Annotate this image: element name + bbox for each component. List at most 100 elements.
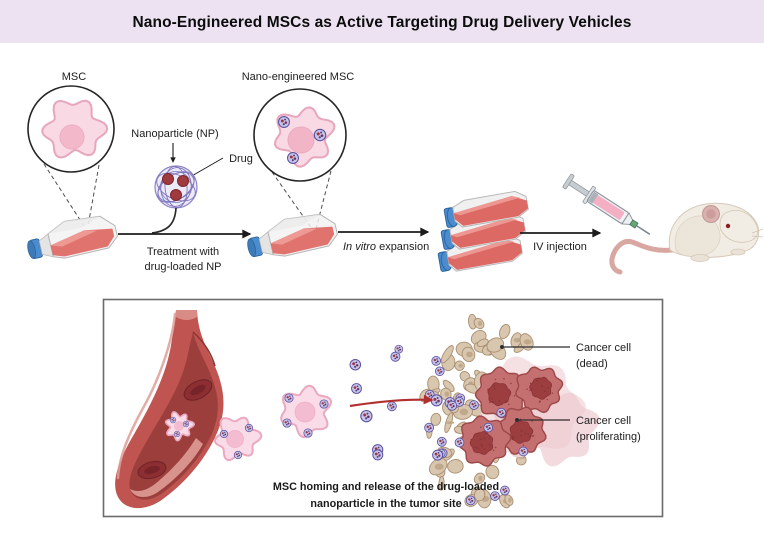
title-banner	[0, 0, 764, 43]
mouse-hind-paw	[690, 254, 710, 262]
dead-cell-blob	[499, 323, 511, 340]
cell-speckle	[546, 398, 548, 401]
cell-speckle	[513, 436, 515, 438]
cell-speckle	[493, 385, 496, 387]
msc-nucleus	[294, 401, 316, 423]
np-dot	[287, 152, 299, 164]
cell-speckle	[538, 377, 540, 379]
np-dot	[303, 428, 313, 438]
dead-cell-core	[434, 463, 444, 470]
msc-extravasating	[164, 411, 196, 442]
dead-cell-blob	[447, 459, 464, 474]
np-dot	[435, 366, 445, 377]
cancer-cell-nucleus	[529, 376, 553, 400]
cancer-proliferating-callout: Cancer cell (proliferating)	[515, 415, 641, 443]
cell-speckle	[536, 379, 538, 382]
mouse-whisker	[751, 235, 764, 238]
proliferating-cancer-cells	[458, 356, 600, 467]
step1-label-line2: drug-loaded NP	[144, 261, 221, 273]
drug-label: Drug	[229, 153, 253, 165]
vessel-opening-rim	[192, 331, 216, 367]
cancer-cell-proliferating	[458, 415, 512, 467]
dead-cell-core	[459, 408, 469, 416]
drug-dot	[170, 189, 182, 201]
mouse-haunch	[674, 215, 721, 257]
cancer-dead-label-line1: Cancer cell	[576, 342, 631, 354]
cell-speckle	[541, 385, 543, 388]
np-dot	[349, 358, 362, 371]
step2-expansion: In vitro expansion	[338, 227, 430, 253]
cancer-cell-proliferating	[474, 366, 529, 419]
cell-speckle	[480, 438, 482, 441]
cell-speckle	[487, 388, 489, 391]
dead-cell-blob	[473, 488, 486, 502]
drug-pointer	[189, 157, 224, 178]
nanoparticle-label: Nanoparticle (NP)	[131, 128, 218, 140]
mouse-front-paw	[730, 248, 746, 256]
cell-speckle	[547, 387, 549, 389]
cell-speckle	[503, 378, 505, 380]
np-dot	[496, 407, 507, 418]
dead-cell-core	[445, 421, 455, 425]
msc-nucleus	[59, 124, 85, 150]
np-dot	[372, 449, 384, 461]
np-dot	[432, 449, 444, 461]
step3-iv-injection: IV injection	[520, 228, 602, 253]
cell-speckle	[494, 446, 497, 449]
cell-speckle	[526, 388, 528, 390]
cancer-cell-nucleus	[469, 430, 494, 455]
cell-speckle	[480, 426, 482, 429]
dead-cell-blob	[486, 337, 505, 353]
np-dot	[319, 399, 329, 409]
np-dot	[518, 446, 529, 457]
cell-speckle	[492, 401, 494, 403]
cell-speckle	[508, 403, 510, 406]
cell-speckle	[480, 443, 483, 446]
vessel-top-fade	[176, 310, 197, 320]
pointer-dot	[500, 345, 504, 349]
np-dot	[447, 400, 458, 411]
mouse-whisker	[751, 228, 764, 234]
np-dot	[282, 418, 292, 428]
cell-speckle	[510, 382, 512, 385]
cancer-proliferating-label-line2: (proliferating)	[576, 431, 641, 443]
msc-migrating-2	[280, 384, 333, 439]
cell-speckle	[527, 433, 529, 435]
cell-speckle	[492, 449, 495, 452]
nano-msc-magnifier: Nano-engineered MSC	[242, 71, 355, 230]
dead-cell-core	[523, 339, 532, 345]
cell-speckle	[520, 430, 523, 432]
np-dot	[424, 422, 435, 433]
step3-label: IV injection	[533, 241, 587, 253]
cell-speckle	[531, 388, 533, 390]
magnifier-cone-line	[87, 164, 100, 227]
cell-speckle	[511, 437, 514, 440]
cell-speckle	[543, 390, 546, 393]
cell-speckle	[493, 388, 496, 390]
msc-nucleus	[226, 430, 244, 448]
drug-dot	[177, 175, 189, 187]
tumor-panel: Cancer cell (dead) Cancer cell (prolifer…	[102, 298, 664, 518]
dead-cell-core	[466, 351, 473, 358]
flask-1	[23, 209, 121, 267]
np-dot	[469, 400, 479, 410]
cell-speckle	[524, 432, 527, 435]
cell-speckle	[489, 444, 491, 447]
step1-treatment: Treatment with drug-loaded NP	[118, 229, 252, 273]
np-dot	[278, 116, 290, 128]
nano-msc-label: Nano-engineered MSC	[242, 71, 355, 83]
np-dot	[182, 420, 190, 428]
mouse-ear-inner	[706, 209, 716, 219]
mouse-head	[719, 210, 759, 243]
cell-speckle	[501, 403, 503, 406]
dead-cell-core	[478, 321, 482, 326]
np-dot	[219, 429, 229, 439]
syringe	[562, 173, 651, 235]
np-dot	[313, 128, 327, 142]
vessel-inner-rim	[130, 438, 203, 498]
np-dot	[244, 423, 254, 433]
np-to-arrow-swoosh	[151, 207, 177, 234]
dead-cell-core	[444, 391, 450, 397]
cell-speckle	[494, 378, 497, 381]
